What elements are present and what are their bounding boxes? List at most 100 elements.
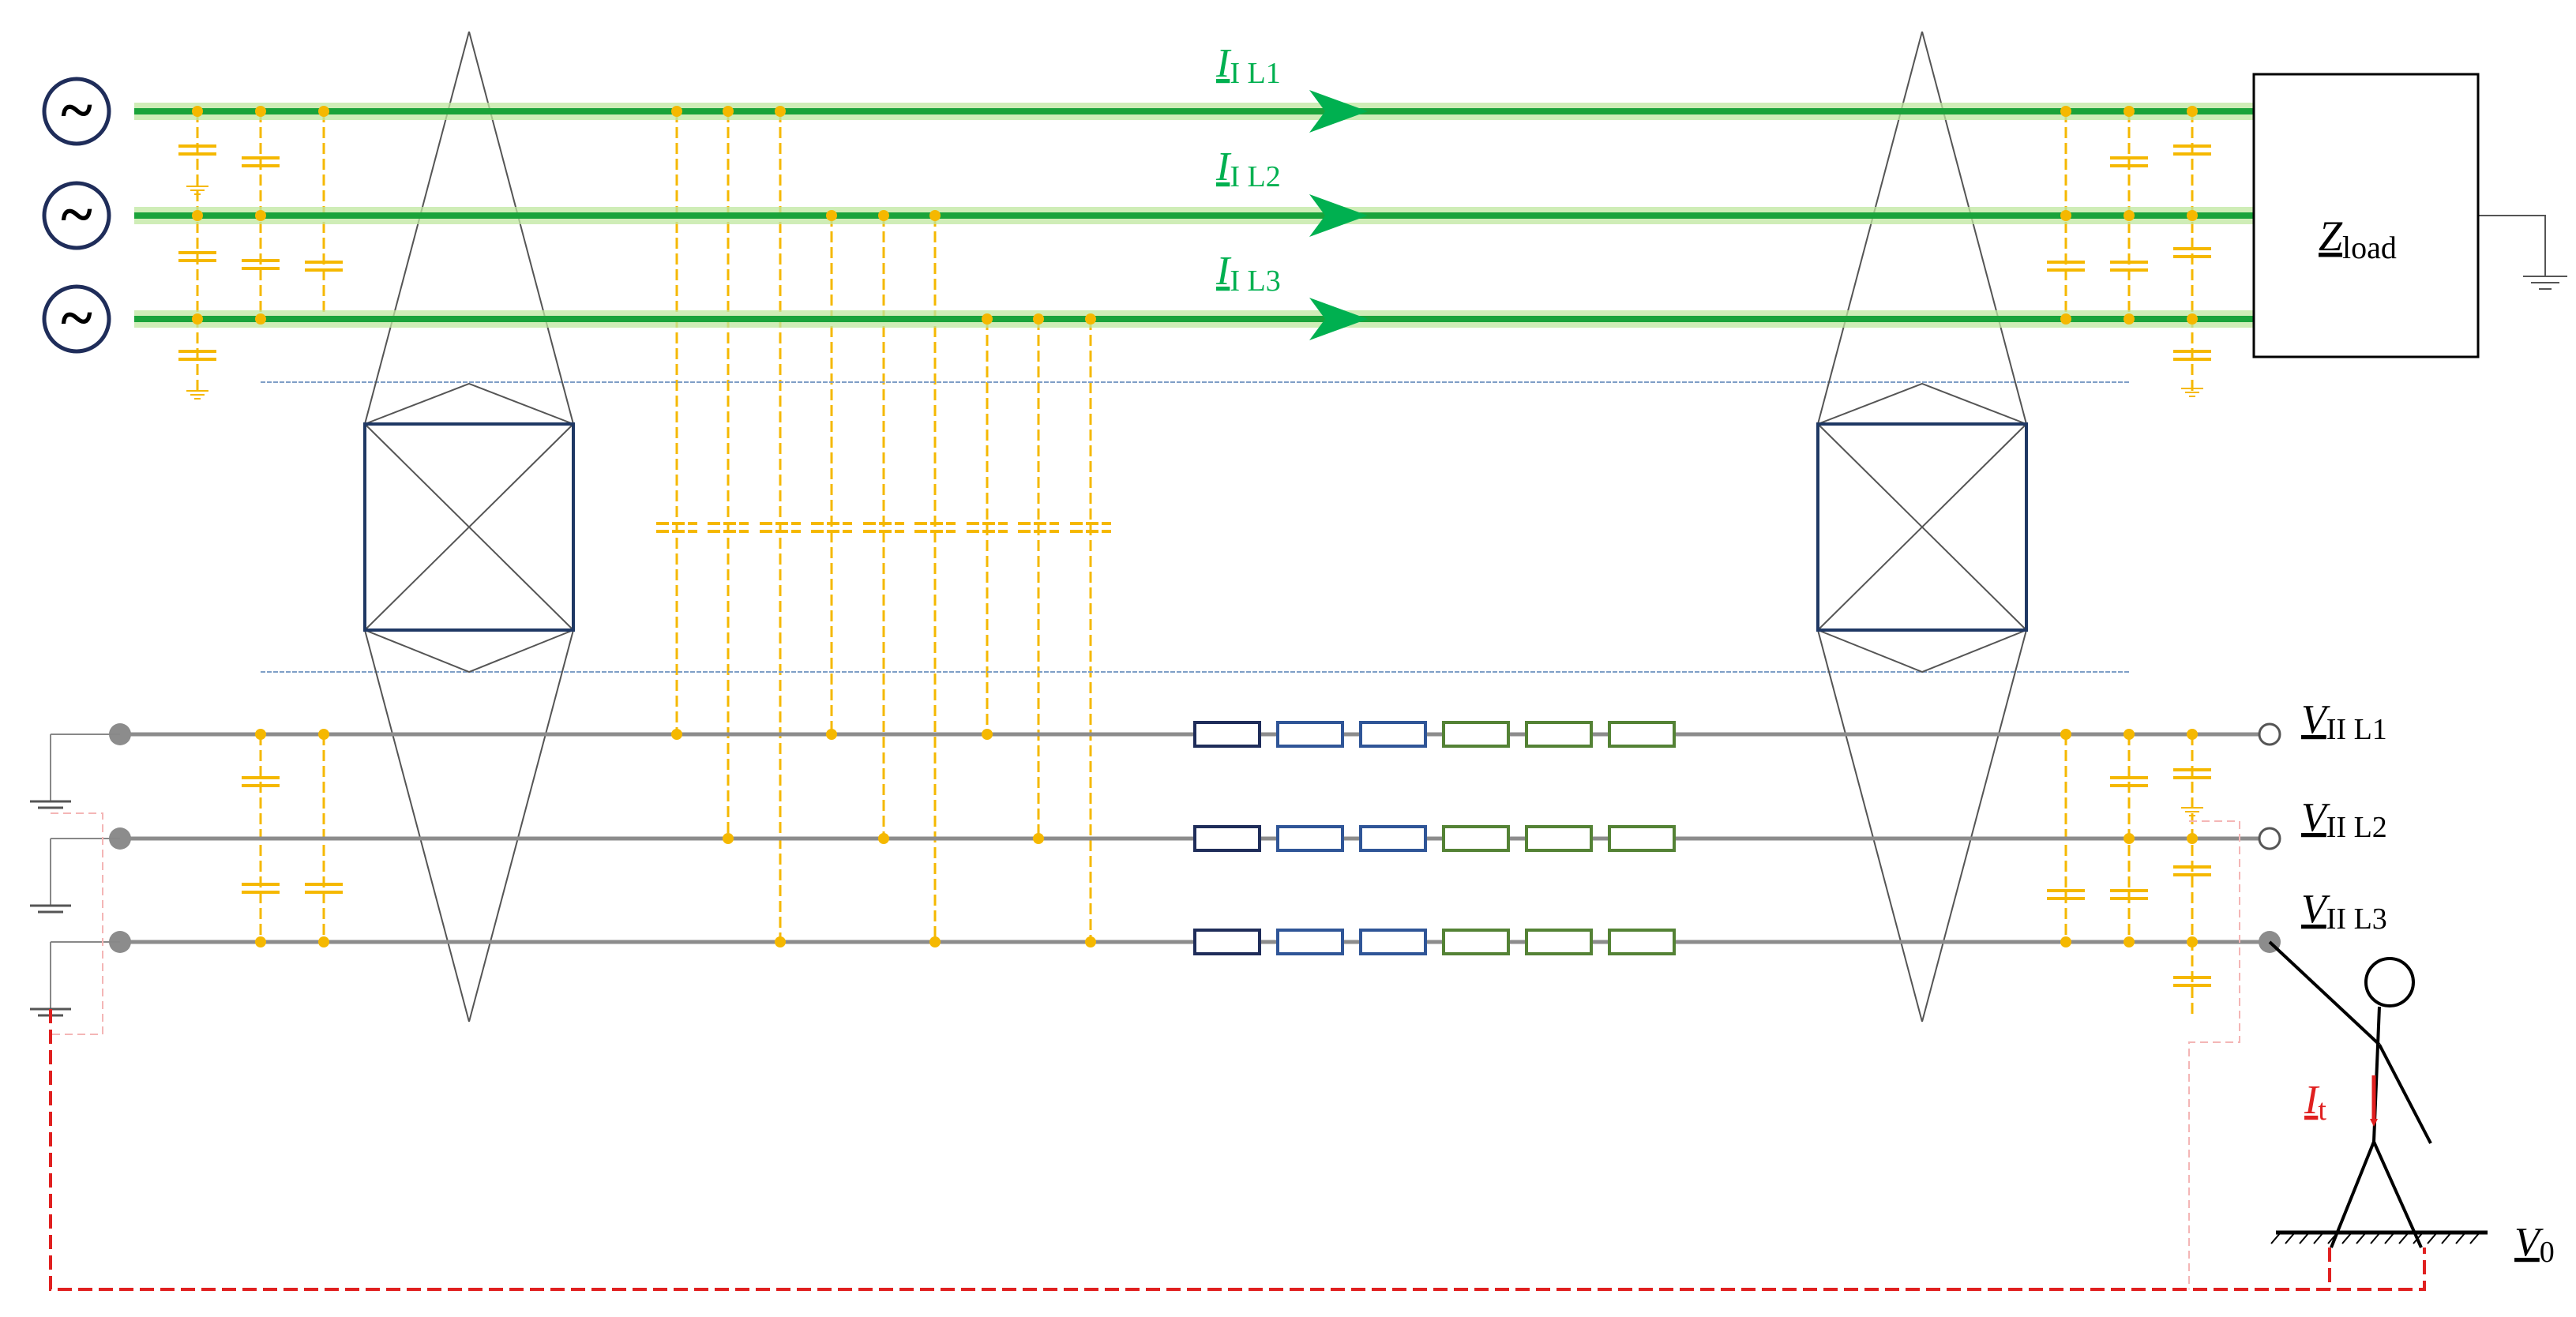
tap-dot-15 <box>2187 313 2198 325</box>
current-label-l1: II L1 <box>1215 41 1281 90</box>
tap-dot-6 <box>318 106 329 117</box>
tap-dot-5 <box>255 313 266 325</box>
shunt-ground-left-top-2 <box>186 186 208 195</box>
tap-dot-18 <box>318 729 329 740</box>
capacitor-symbols <box>178 144 2211 987</box>
coupling-dot-bottom-7 <box>1033 833 1044 844</box>
series-impedance-l1-0 <box>1193 721 1261 748</box>
tap-dot-17 <box>255 936 266 947</box>
shunt-cap-left-bottom-0 <box>242 776 280 787</box>
coupling-cap-4 <box>863 522 904 533</box>
coupling-cap-7 <box>1018 522 1059 533</box>
shunt-ground-right-bottom <box>2181 807 2203 816</box>
coupling-dot-bottom-1 <box>723 833 734 844</box>
tap-dot-8 <box>2060 210 2071 221</box>
tap-dot-0 <box>192 106 203 117</box>
series-impedance-l2-5 <box>1608 825 1676 852</box>
shunt-cap-right-top-1 <box>2110 156 2148 167</box>
series-impedance-l1-2 <box>1359 721 1427 748</box>
deenergized-conductor-l3 <box>30 929 2270 1017</box>
shunt-cap-right-top-4 <box>2173 247 2211 258</box>
deenergized-conductor-l1 <box>30 721 2270 809</box>
tap-dot-19 <box>318 936 329 947</box>
open-terminal-l2 <box>2258 827 2281 850</box>
shunt-cap-left-top-1 <box>178 251 216 262</box>
series-impedance-l2-3 <box>1442 825 1510 852</box>
shunt-ground-left-top <box>186 390 208 400</box>
tap-dot-20 <box>2060 729 2071 740</box>
coupling-dot-bottom-2 <box>775 936 786 947</box>
touch-current-label: It <box>2304 1078 2326 1127</box>
tap-dot-14 <box>2187 210 2198 221</box>
capacitance-network <box>196 111 2194 1019</box>
tap-dot-4 <box>255 210 266 221</box>
series-impedance-l1-3 <box>1442 721 1510 748</box>
series-impedance-l3-3 <box>1442 929 1510 955</box>
coupling-cap-3 <box>811 522 852 533</box>
svg-text:Zload: Zload <box>2319 212 2397 265</box>
energized-conductor-l1 <box>134 90 2254 133</box>
source-symbol-l2: ~ <box>61 182 92 248</box>
load-symbol: Z <box>2319 212 2343 260</box>
current-label-l3: II L3 <box>1215 249 1281 298</box>
coupling-cap-5 <box>914 522 956 533</box>
series-impedance-l2-2 <box>1359 825 1427 852</box>
tap-dot-26 <box>2187 833 2198 844</box>
shunt-cap-right-bottom-2 <box>2110 889 2148 900</box>
shunt-cap-left-top-5 <box>305 261 343 272</box>
coupling-cap-8 <box>1070 522 1111 533</box>
tap-dot-25 <box>2187 729 2198 740</box>
tap-dot-24 <box>2124 936 2135 947</box>
series-impedance-l3-4 <box>1525 929 1593 955</box>
series-impedance-l3-0 <box>1193 929 1261 955</box>
open-terminal-l1 <box>2258 722 2281 746</box>
shunt-cap-right-bottom-3 <box>2173 768 2211 779</box>
tap-dot-3 <box>255 106 266 117</box>
series-impedance-l3-5 <box>1608 929 1676 955</box>
coupling-dot-bottom-3 <box>826 729 837 740</box>
series-impedance-l1-4 <box>1525 721 1593 748</box>
current-label-l2: II L2 <box>1215 144 1281 193</box>
coupling-dot-top-0 <box>671 106 682 117</box>
tap-dot-16 <box>255 729 266 740</box>
tap-dot-27 <box>2187 936 2198 947</box>
source-l1: ~ <box>42 77 111 146</box>
shunt-cap-left-bottom-2 <box>305 883 343 894</box>
coupling-dot-top-4 <box>878 210 889 221</box>
voltage-label-l1: VII L1 <box>2301 697 2387 746</box>
voltage-label-l3: VII L3 <box>2301 887 2387 936</box>
shunt-cap-left-top-3 <box>242 156 280 167</box>
person-figure <box>2268 940 2432 1248</box>
conductor-lines <box>30 90 2567 1017</box>
coupling-dot-bottom-4 <box>878 833 889 844</box>
series-impedance-l2-0 <box>1193 825 1261 852</box>
tap-dot-23 <box>2124 833 2135 844</box>
load-ground <box>2478 215 2567 290</box>
coupling-dot-top-6 <box>982 313 993 325</box>
tap-dot-1 <box>192 210 203 221</box>
shunt-cap-right-top-3 <box>2173 144 2211 156</box>
shunt-cap-right-bottom-4 <box>2173 865 2211 876</box>
shunt-ground-right-top <box>2181 388 2203 397</box>
voltage-label-l2: VII L2 <box>2301 795 2387 844</box>
current-arrow-l2 <box>1309 194 1368 237</box>
coupling-cap-6 <box>967 522 1008 533</box>
series-impedance-l1-5 <box>1608 721 1676 748</box>
series-impedance-l2-4 <box>1525 825 1593 852</box>
load-impedance: Zload <box>2252 73 2480 358</box>
coupling-cap-2 <box>760 522 801 533</box>
coupling-cap-0 <box>656 522 697 533</box>
shunt-cap-right-top-0 <box>2047 261 2085 272</box>
tap-dot-11 <box>2124 210 2135 221</box>
tap-dot-10 <box>2124 106 2135 117</box>
tap-dot-9 <box>2060 313 2071 325</box>
shunt-cap-right-top-2 <box>2110 261 2148 272</box>
series-impedance-l2-1 <box>1276 825 1344 852</box>
touch-current-return-path <box>49 812 2426 1291</box>
source-symbol-l1: ~ <box>61 77 92 144</box>
coupling-dot-bottom-8 <box>1085 936 1096 947</box>
shunt-cap-right-bottom-0 <box>2047 889 2085 900</box>
shunt-cap-left-top-4 <box>242 259 280 270</box>
current-arrow-l3 <box>1309 298 1368 340</box>
series-impedance-l3-1 <box>1276 929 1344 955</box>
